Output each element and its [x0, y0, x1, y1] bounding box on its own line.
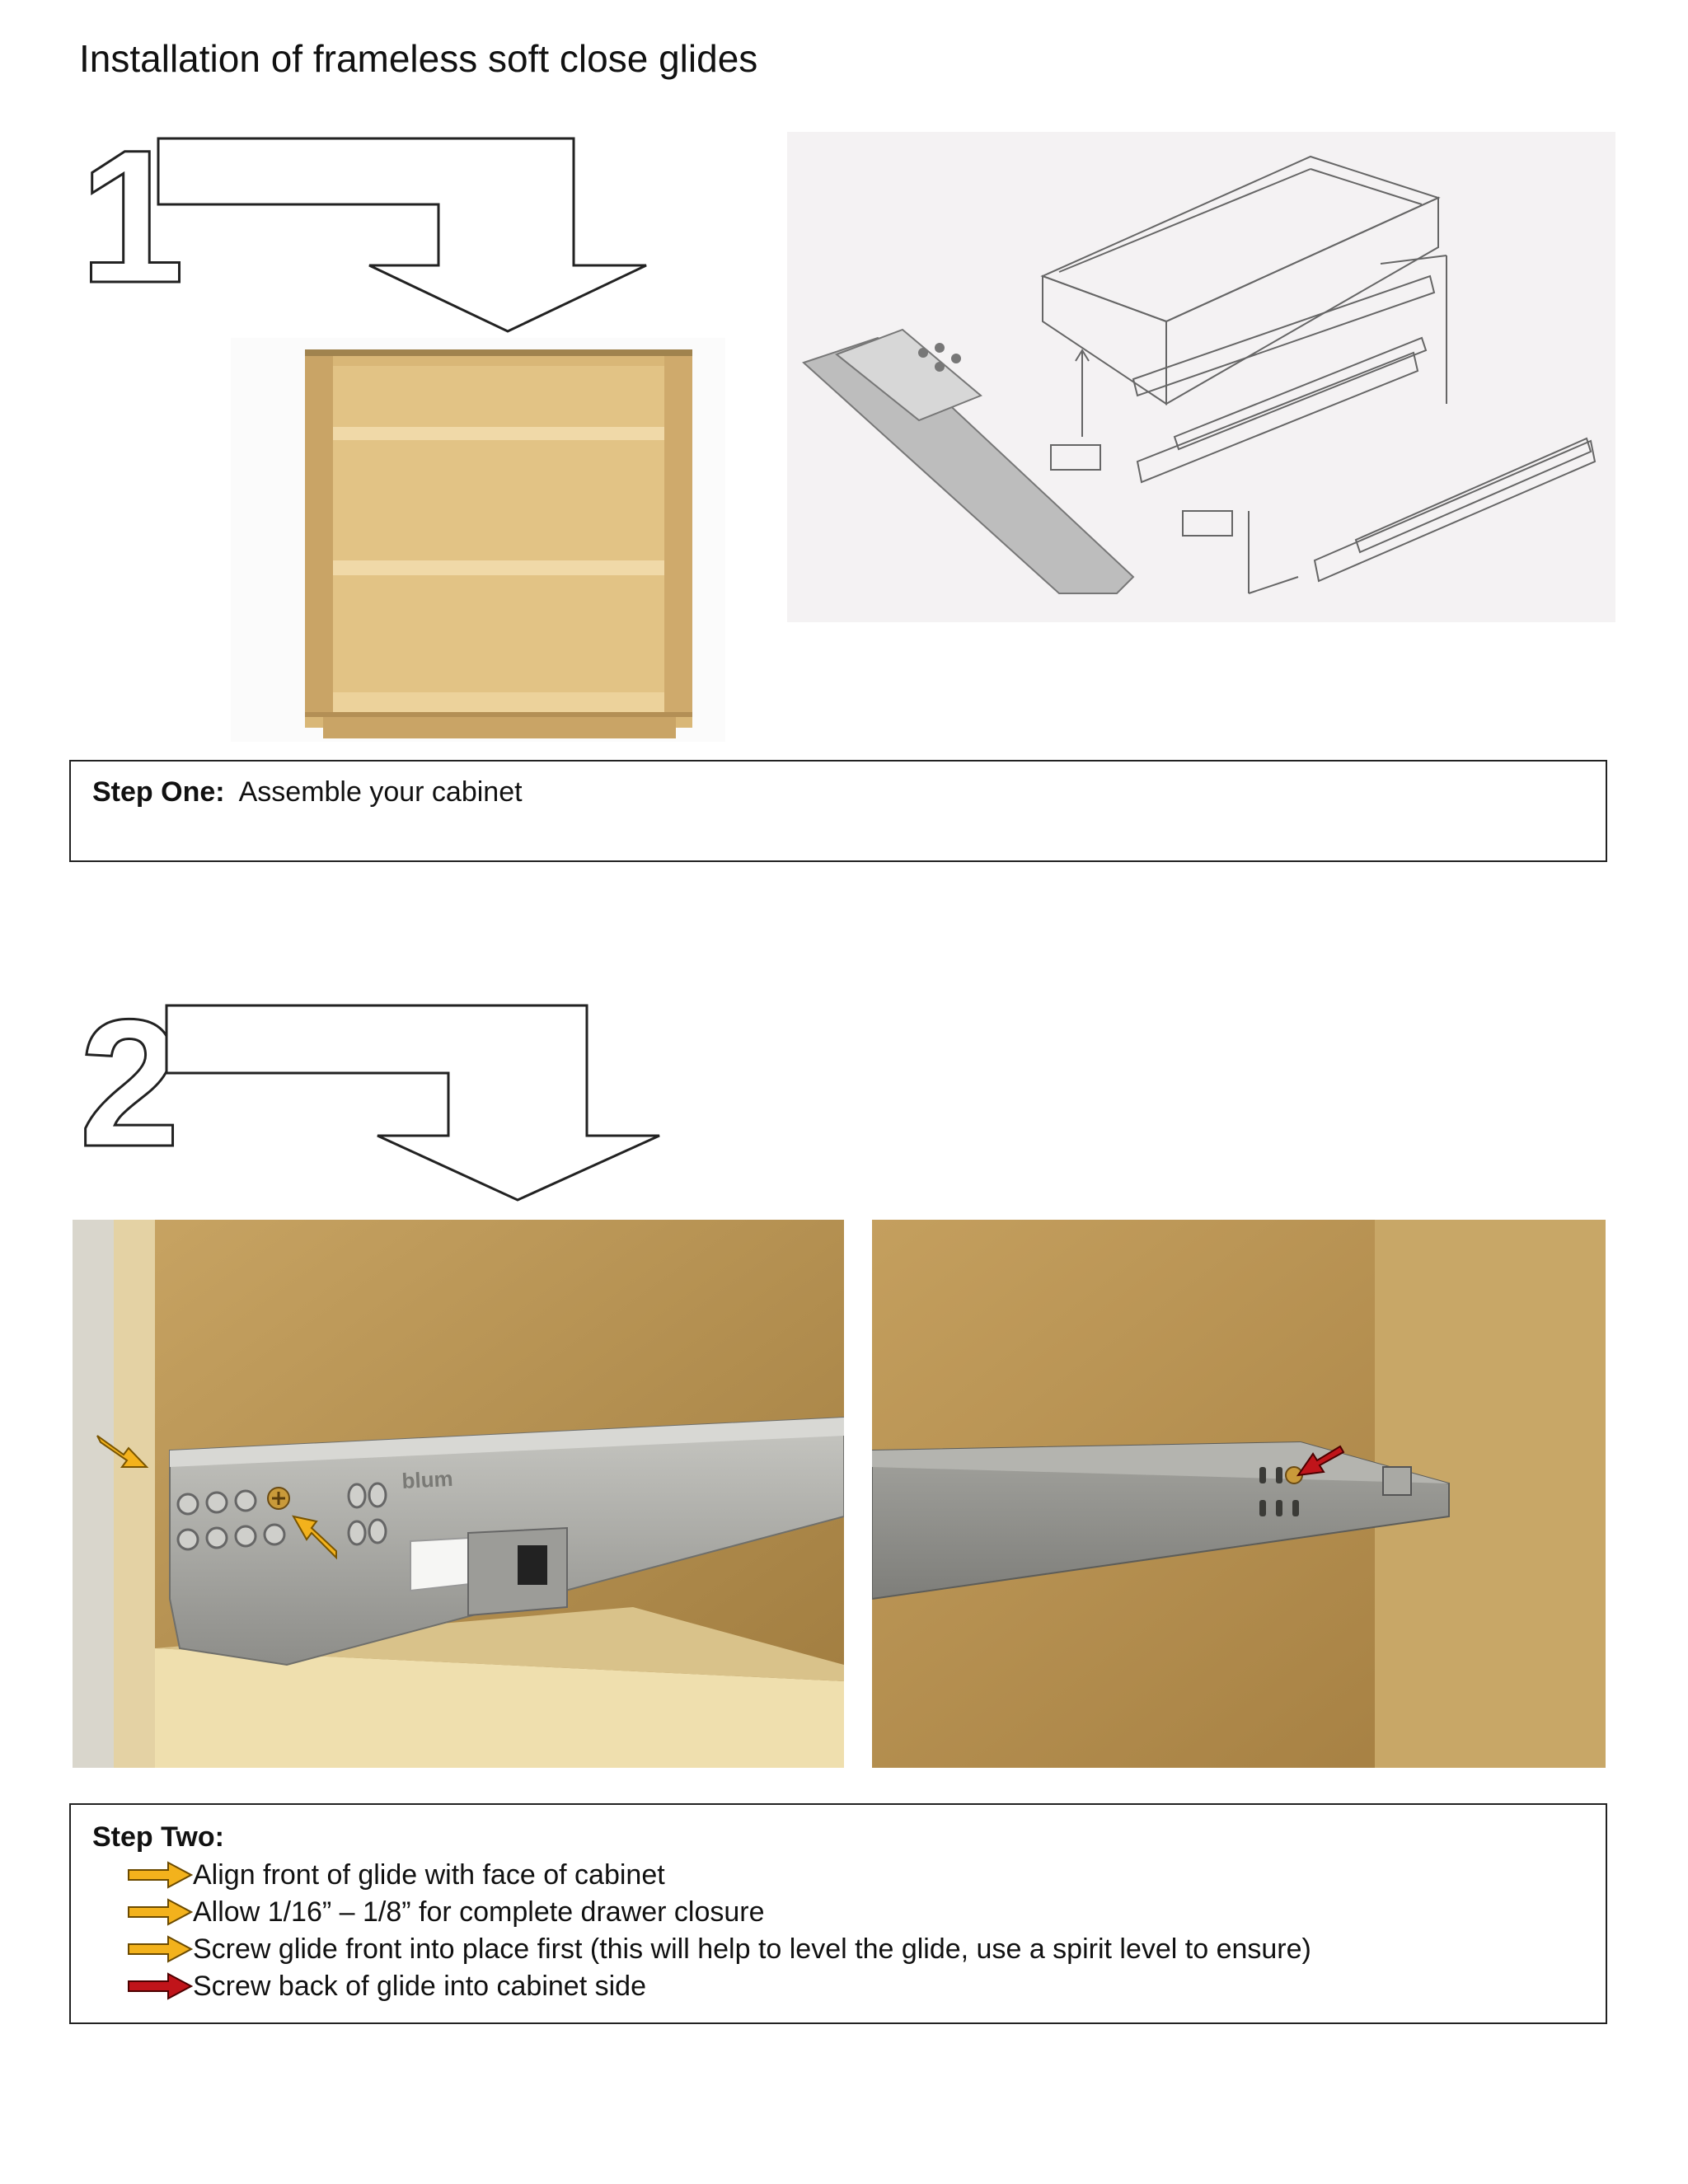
step-one-number-arrow: 1 — [79, 132, 647, 333]
glide-brand-stamp: blum — [401, 1466, 454, 1493]
list-item: Allow 1/16” – 1/8” for complete drawer c… — [127, 1893, 1606, 1930]
list-item: Screw glide front into place first (this… — [127, 1930, 1606, 1967]
red-arrow-icon — [128, 1971, 193, 2000]
yellow-arrow-icon — [96, 1435, 149, 1468]
yellow-arrow-icon — [128, 1860, 193, 1889]
glide-exploded-diagram — [787, 132, 1615, 622]
step-two-bullets: Align front of glide with face of cabine… — [127, 1856, 1606, 2004]
red-arrow-icon — [1296, 1445, 1345, 1477]
step-one-text: Assemble your cabinet — [238, 776, 523, 808]
page-title: Installation of frameless soft close gli… — [79, 37, 758, 80]
bent-arrow-icon — [157, 137, 647, 333]
step-two-number: 2 — [79, 997, 180, 1184]
list-item: Screw back of glide into cabinet side — [127, 1967, 1606, 2004]
step-two-label: Step Two: — [92, 1821, 224, 1853]
cabinet-photo — [231, 338, 725, 742]
step-one-label: Step One: — [92, 776, 225, 808]
bullet-text: Screw back of glide into cabinet side — [193, 1970, 646, 2002]
glide-back-photo — [872, 1220, 1606, 1768]
step-two-box: Step Two: Align front of glide with face… — [69, 1803, 1607, 2024]
bullet-text: Screw glide front into place first (this… — [193, 1933, 1311, 1965]
bullet-text: Allow 1/16” – 1/8” for complete drawer c… — [193, 1896, 765, 1928]
yellow-arrow-icon — [292, 1515, 337, 1560]
yellow-arrow-icon — [128, 1897, 193, 1926]
bullet-text: Align front of glide with face of cabine… — [193, 1858, 665, 1891]
list-item: Align front of glide with face of cabine… — [127, 1856, 1606, 1893]
step-two-number-arrow: 2 — [79, 997, 660, 1202]
glide-front-photo: blum — [73, 1220, 844, 1768]
bent-arrow-icon — [165, 1004, 660, 1202]
step-one-box: Step One: Assemble your cabinet — [69, 760, 1607, 862]
yellow-arrow-icon — [128, 1934, 193, 1963]
